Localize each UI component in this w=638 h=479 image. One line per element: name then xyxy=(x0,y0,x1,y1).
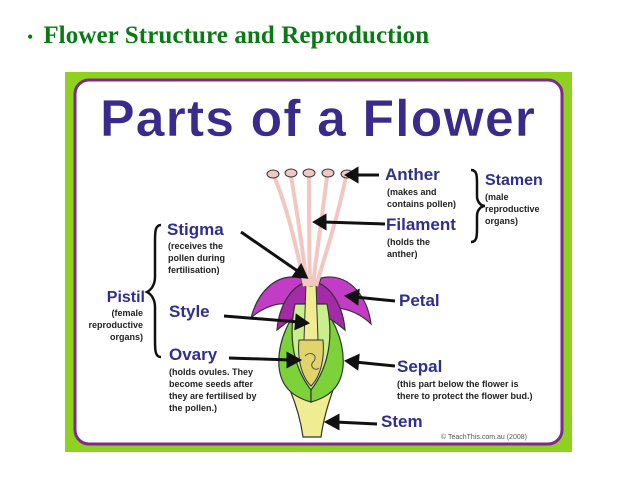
svg-text:contains pollen): contains pollen) xyxy=(387,199,456,209)
svg-text:they are fertilised by: they are fertilised by xyxy=(169,391,257,401)
svg-text:Stem: Stem xyxy=(381,412,423,431)
ovule-curl xyxy=(304,353,320,370)
label-filament: Filament (holds the anther) xyxy=(386,215,456,259)
label-sepal: Sepal (this part below the flower is the… xyxy=(397,357,533,401)
svg-text:Anther: Anther xyxy=(385,165,440,184)
svg-text:Stigma: Stigma xyxy=(167,220,224,239)
label-stamen: Stamen (male reproductive organs) xyxy=(485,172,543,226)
flower-illustration xyxy=(249,168,372,438)
copyright-note: © TeachThis.com.au (2008) xyxy=(441,433,527,441)
svg-text:Filament: Filament xyxy=(386,215,456,234)
svg-text:fertilisation): fertilisation) xyxy=(168,265,220,275)
svg-text:there to protect the flower bu: there to protect the flower bud.) xyxy=(397,391,533,401)
svg-text:(receives the: (receives the xyxy=(168,241,223,251)
pistil-bracket xyxy=(144,223,162,359)
svg-text:(holds ovules. They: (holds ovules. They xyxy=(169,367,253,377)
svg-text:anther): anther) xyxy=(387,249,418,259)
svg-text:(makes and: (makes and xyxy=(387,187,437,197)
anthers xyxy=(266,168,354,179)
label-stem: Stem xyxy=(381,412,423,431)
pointer-arrows xyxy=(223,166,396,431)
svg-text:the pollen.): the pollen.) xyxy=(169,403,217,413)
stem-shape xyxy=(289,389,334,438)
label-ovary: Ovary (holds ovules. They become seeds a… xyxy=(169,345,257,413)
svg-text:(male: (male xyxy=(485,192,509,202)
svg-text:reproductive: reproductive xyxy=(485,204,540,214)
label-petal: Petal xyxy=(399,291,440,310)
label-style: Style xyxy=(169,302,210,321)
svg-text:(female: (female xyxy=(111,308,143,318)
style-shape xyxy=(303,283,319,341)
svg-text:Stamen: Stamen xyxy=(485,172,543,189)
svg-text:Pistil: Pistil xyxy=(107,289,145,306)
svg-text:organs): organs) xyxy=(110,332,143,342)
svg-text:Petal: Petal xyxy=(399,291,440,310)
svg-text:Ovary: Ovary xyxy=(169,345,218,364)
svg-text:(this part below the flower is: (this part below the flower is xyxy=(397,379,519,389)
poster-title: Parts of a Flower xyxy=(100,90,536,148)
stamen-bracket xyxy=(470,168,486,244)
label-anther: Anther (makes and contains pollen) xyxy=(385,165,456,209)
svg-text:Sepal: Sepal xyxy=(397,357,442,376)
svg-text:pollen during: pollen during xyxy=(168,253,225,263)
svg-text:(holds the: (holds the xyxy=(387,237,430,247)
bullet-marker: • xyxy=(27,27,34,47)
svg-text:Style: Style xyxy=(169,302,210,321)
svg-text:reproductive: reproductive xyxy=(88,320,143,330)
slide-title: Flower Structure and Reproduction xyxy=(43,22,430,49)
flower-poster: Parts of a Flower xyxy=(65,72,572,452)
svg-text:become seeds after: become seeds after xyxy=(169,379,254,389)
slide-title-row: • Flower Structure and Reproduction xyxy=(27,22,429,50)
svg-text:organs): organs) xyxy=(485,216,518,226)
label-stigma: Stigma (receives the pollen during ferti… xyxy=(167,220,225,275)
label-pistil: Pistil (female reproductive organs) xyxy=(88,289,145,342)
poster-panel xyxy=(73,78,564,446)
